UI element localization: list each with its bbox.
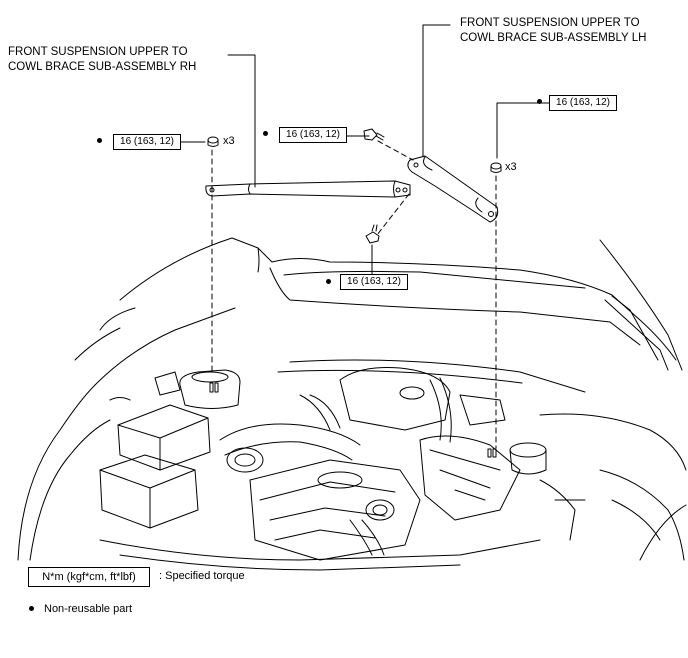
torque-box-bolt-top: 16 (163, 12) [279,127,347,143]
quantity-rh: x3 [223,135,235,147]
installation-lines [211,140,497,449]
legend-torque-box: N*m (kgf*cm, ft*lbf) [28,567,150,587]
nonreusable-dot-top-bolt [263,131,268,136]
lh-brace-label-line1: FRONT SUSPENSION UPPER TO [460,17,640,29]
rh-brace-label-line2: COWL BRACE SUB-ASSEMBLY RH [8,61,197,73]
rh-brace-label: FRONT SUSPENSION UPPER TO COWL BRACE SUB… [8,45,196,75]
engine-components [99,367,586,571]
quantity-lh: x3 [505,161,517,173]
torque-box-nut-lh: 16 (163, 12) [549,95,617,111]
leader-lines [179,24,550,276]
lh-brace-label-line2: COWL BRACE SUB-ASSEMBLY LH [460,32,647,44]
torque-box-nut-rh: 16 (163, 12) [113,134,181,150]
fasteners [207,128,502,244]
nonreusable-dot-rh [97,138,102,143]
nonreusable-dot-lh [537,99,542,104]
legend-nonreusable-dot [29,606,34,611]
nonreusable-dot-bottom-bolt [326,279,331,284]
rh-brace-label-line1: FRONT SUSPENSION UPPER TO [8,46,188,58]
car-body [17,237,687,561]
lh-brace [407,155,499,223]
torque-box-bolt-bottom: 16 (163, 12) [340,274,408,290]
lh-brace-label: FRONT SUSPENSION UPPER TO COWL BRACE SUB… [460,16,646,46]
legend-nonreusable-desc: Non-reusable part [44,603,133,615]
rh-brace [205,180,411,198]
legend-torque-desc: : Specified torque [159,570,245,582]
